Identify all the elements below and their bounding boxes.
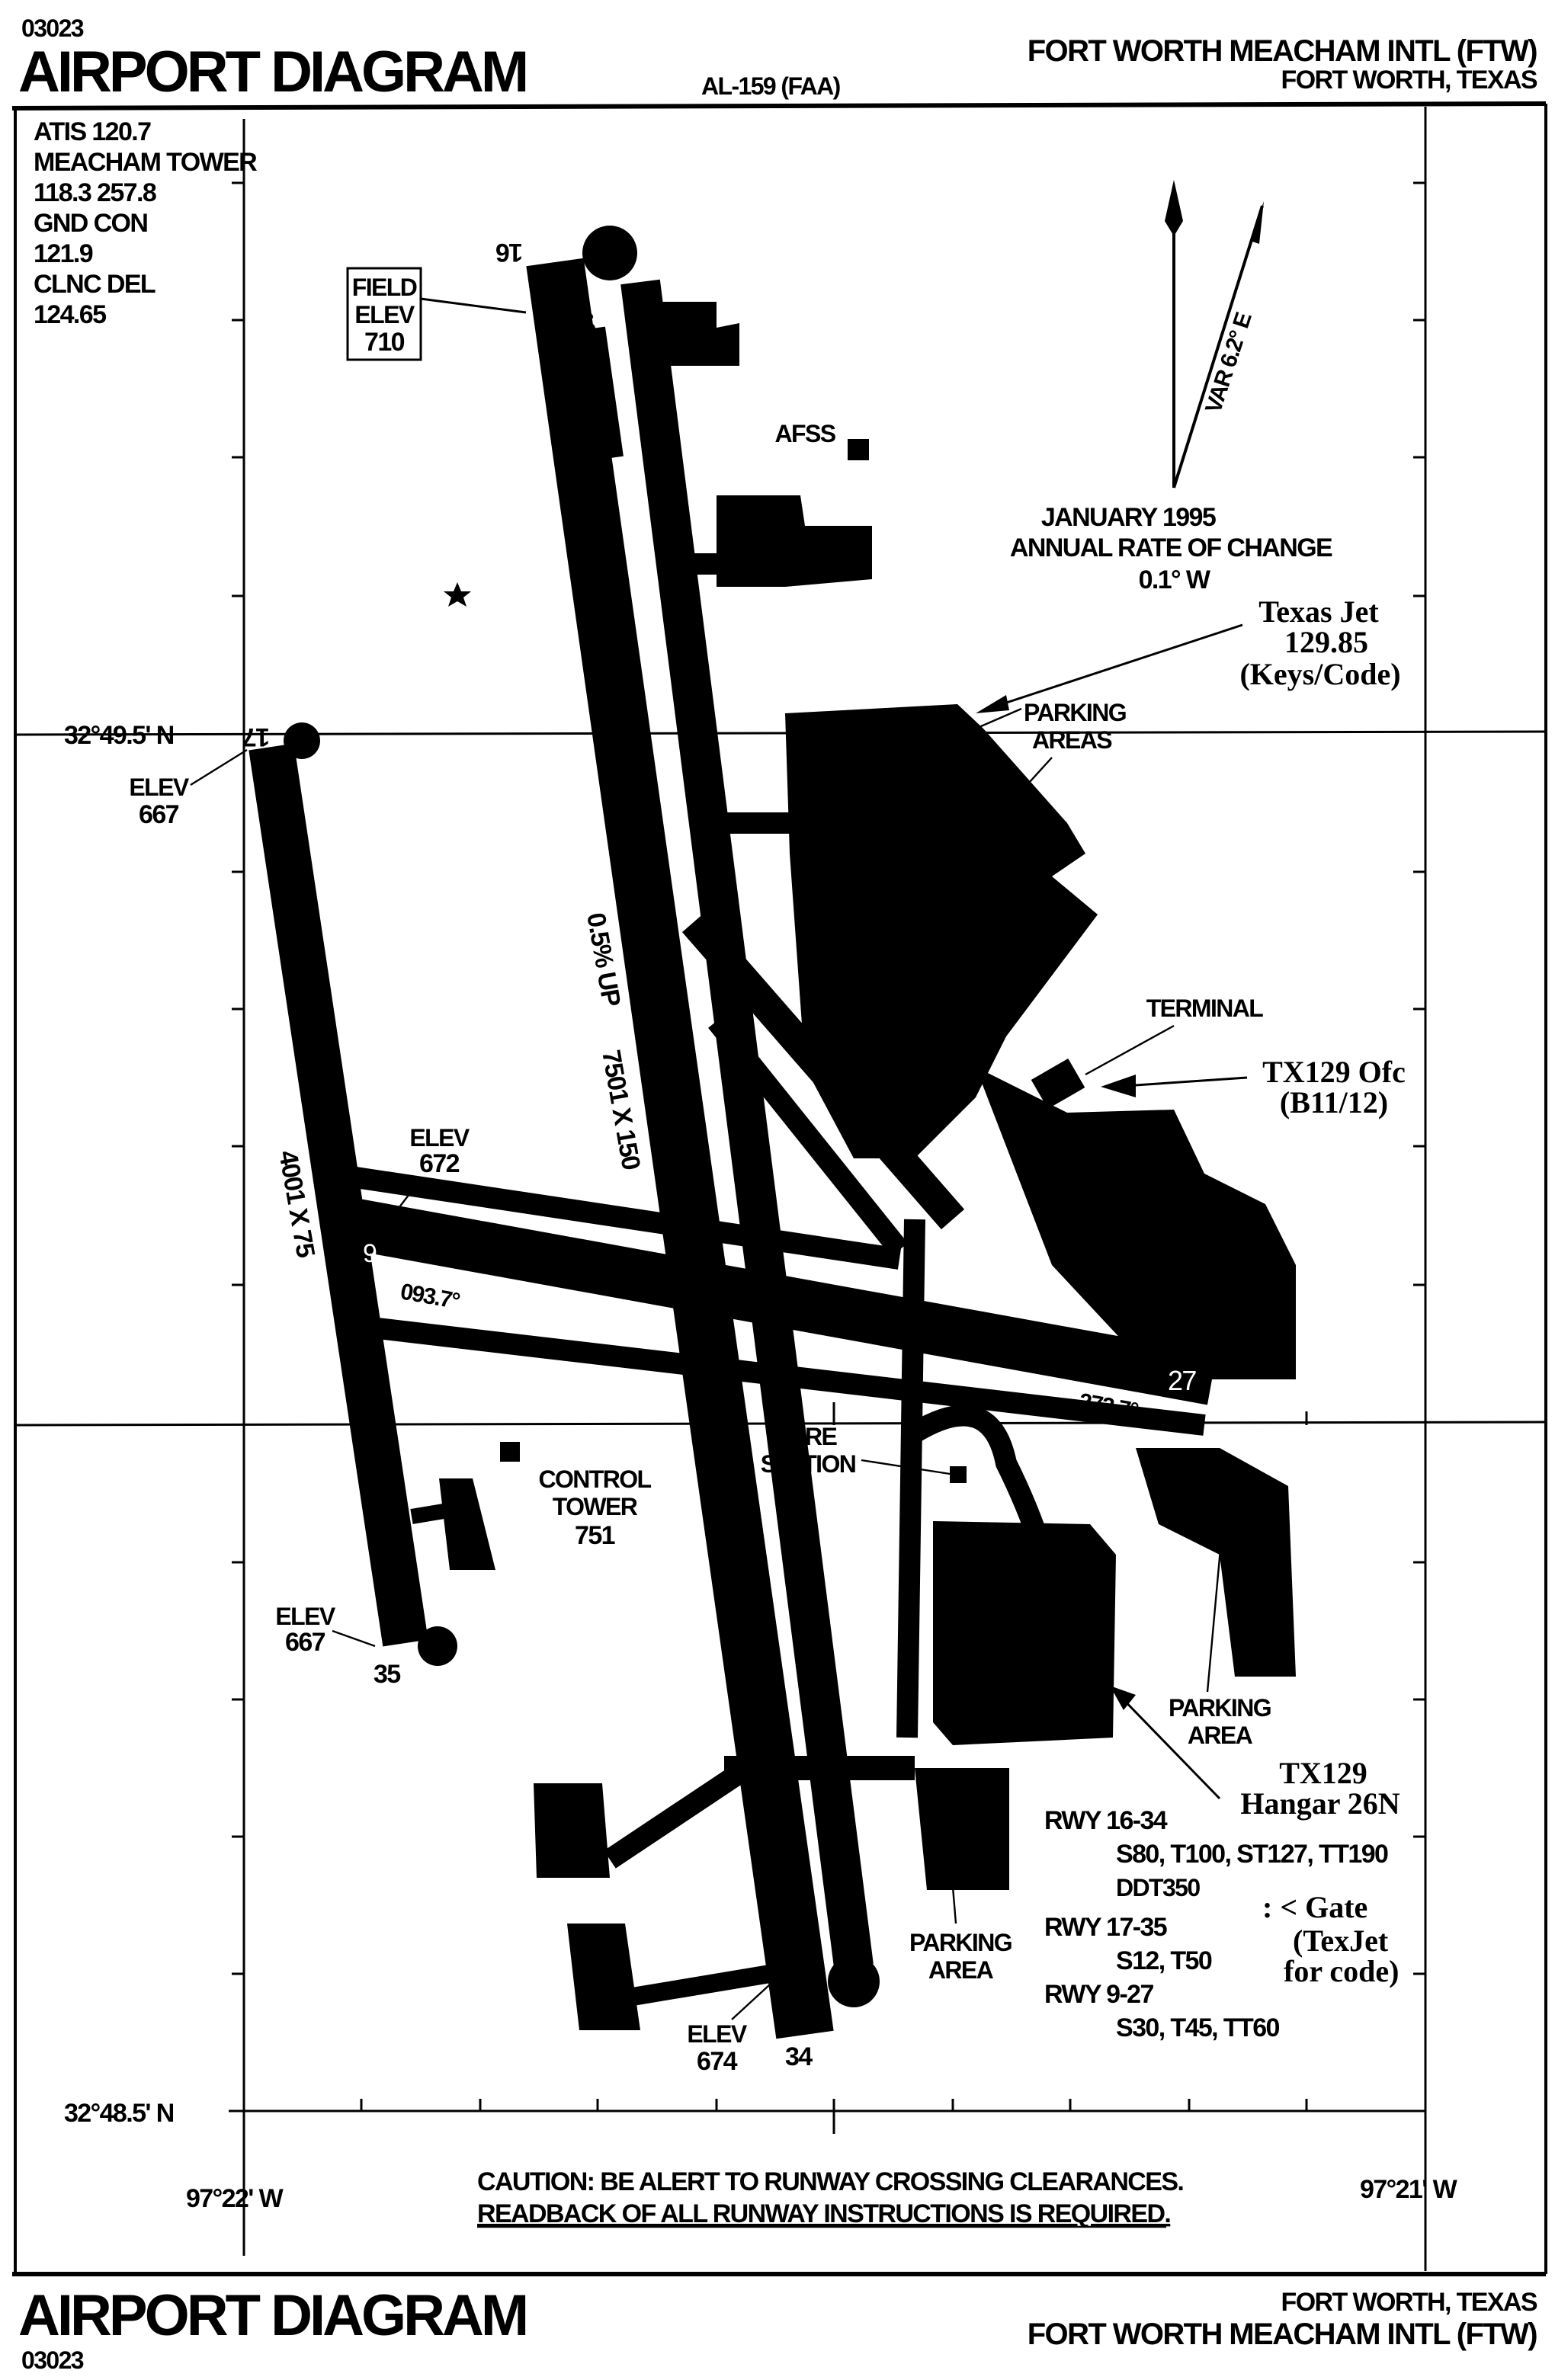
texas-jet-label: Texas Jet — [1258, 594, 1379, 629]
afss-building — [848, 439, 869, 460]
runway-35-label: 35 — [374, 1660, 400, 1689]
elev-9-label: ELEV — [409, 1124, 470, 1152]
weight-bearing-table: RWY 16-34 S80, T100, ST127, TT190 DDT350… — [1044, 1806, 1390, 2042]
parking-area-east-label-2: AREA — [1188, 1722, 1253, 1749]
comm-gnd-freq: 121.9 — [34, 239, 93, 268]
caution-line-2: READBACK OF ALL RUNWAY INSTRUCTIONS IS R… — [477, 2199, 1170, 2228]
weight-rwy-16-34: RWY 16-34 — [1044, 1806, 1168, 1835]
control-tower-label-1: CONTROL — [538, 1465, 651, 1493]
gate-note-code: for code) — [1284, 1954, 1399, 1988]
parking-areas-label-2: AREAS — [1032, 726, 1112, 754]
field-elev-value: 710 — [364, 328, 405, 357]
weight-rwy-16-34-ddt: DDT350 — [1116, 1874, 1200, 1901]
fire-station-building — [950, 1466, 967, 1483]
footer-chart-number: 03023 — [21, 2346, 84, 2374]
parking-area-south-label-2: AREA — [928, 1956, 994, 1984]
comm-frequencies: ATIS 120.7 MEACHAM TOWER 118.3 257.8 GND… — [34, 117, 258, 329]
fire-station-label-2: STATION — [761, 1450, 856, 1478]
chart-number: 03023 — [21, 14, 84, 42]
beacon-star-icon — [444, 582, 471, 607]
coordinate-labels: 32°49.5' N 32°48.5' N 97°22' W 97°21' W — [64, 721, 1459, 2213]
weight-rwy-17-35-values: S12, T50 — [1116, 1946, 1212, 1975]
tx129-hangar-number: Hangar 26N — [1240, 1786, 1400, 1821]
runway-27-label: 27 — [1168, 1365, 1196, 1396]
longitude-west: 97°22' W — [186, 2184, 284, 2213]
runway-16-label: 16 — [496, 238, 523, 267]
field-elevation-box: FIELD ELEV 710 — [346, 267, 527, 361]
comm-gnd-label: GND CON — [34, 209, 147, 238]
taxiway-south-of-9-27 — [357, 1315, 1206, 1436]
parking-area-south-label-1: PARKING — [909, 1929, 1012, 1956]
caution-note: CAUTION: BE ALERT TO RUNWAY CROSSING CLE… — [477, 2167, 1185, 2228]
airport-pavement — [248, 226, 1296, 2039]
latitude-north: 32°49.5' N — [64, 721, 174, 750]
elev-9-value: 672 — [419, 1149, 460, 1178]
taxiway-north-of-9-27 — [348, 1166, 902, 1270]
comm-tower-label: MEACHAM TOWER — [34, 148, 257, 177]
latitude-south: 32°48.5' N — [64, 2099, 174, 2128]
comm-clnc-freq: 124.65 — [34, 300, 106, 329]
field-elev-label-2: ELEV — [354, 301, 415, 328]
magnetic-rate-label: ANNUAL RATE OF CHANGE — [1010, 533, 1332, 562]
elev-34-value: 674 — [697, 2047, 738, 2076]
runway-16-34-dimensions: 7501 X 150 — [596, 1048, 646, 1172]
weight-rwy-17-35: RWY 17-35 — [1044, 1913, 1167, 1942]
elev-35-value: 667 — [285, 1628, 325, 1657]
tx129-office-label: TX129 Ofc — [1262, 1055, 1406, 1089]
caution-line-1: CAUTION: BE ALERT TO RUNWAY CROSSING CLE… — [477, 2167, 1183, 2196]
north-arrow: VAR 6.2° E JANUARY 1995 ANNUAL RATE OF C… — [1010, 180, 1334, 594]
weight-rwy-16-34-values: S80, T100, ST127, TT190 — [1116, 1840, 1388, 1869]
texas-jet-frequency: 129.85 — [1284, 625, 1368, 659]
runway-16-34 — [526, 258, 834, 2039]
gate-note-texjet: (TexJet — [1293, 1924, 1389, 1958]
runway-34-label: 34 — [785, 2042, 813, 2071]
runway-17-label: 17 — [243, 722, 270, 751]
airport-name: FORT WORTH MEACHAM INTL (FTW) — [1028, 34, 1537, 68]
control-tower-height: 751 — [575, 1521, 615, 1550]
elev-17-value: 667 — [139, 800, 179, 829]
afss-label: AFSS — [775, 420, 836, 447]
weight-rwy-9-27-values: S30, T45, TT60 — [1116, 2013, 1280, 2042]
airport-city: FORT WORTH, TEXAS — [1281, 66, 1537, 94]
terminal-building — [1031, 1058, 1085, 1110]
comm-clnc-label: CLNC DEL — [34, 270, 156, 299]
magnetic-variation: VAR 6.2° E — [1201, 310, 1256, 417]
tx129-office-building: (B11/12) — [1280, 1085, 1388, 1120]
magnetic-date: JANUARY 1995 — [1041, 503, 1216, 532]
comm-tower-freq: 118.3 257.8 — [34, 178, 156, 207]
weight-rwy-9-27: RWY 9-27 — [1044, 1980, 1153, 2009]
tx129-hangar-label: TX129 — [1279, 1756, 1367, 1790]
heading-9: 093.7° — [399, 1279, 462, 1314]
gate-note: : < Gate — [1262, 1890, 1367, 1924]
procedure-number: AL-159 (FAA) — [701, 72, 841, 100]
facility-labels: AFSS PARKING AREAS TERMINAL CONTROL TOWE… — [538, 420, 1271, 1984]
parking-area-east-label-1: PARKING — [1169, 1694, 1271, 1722]
footer-title: AIRPORT DIAGRAM — [18, 2283, 526, 2348]
parking-areas-label-1: PARKING — [1024, 699, 1126, 726]
comm-atis: ATIS 120.7 — [34, 117, 151, 146]
elev-17-label: ELEV — [129, 774, 189, 801]
runway-9-label: 9 — [363, 1239, 377, 1268]
magnetic-rate: 0.1° W — [1139, 565, 1211, 594]
field-elev-label-1: FIELD — [352, 274, 417, 301]
longitude-east: 97°21' W — [1360, 2175, 1458, 2204]
frame — [11, 101, 1547, 2276]
texas-jet-keys-note: (Keys/Code) — [1239, 657, 1400, 691]
annotations: Texas Jet 129.85 (Keys/Code) TX129 Ofc (… — [976, 594, 1406, 1988]
elevation-labels: ELEV 667 ELEV 672 ELEV 667 ELEV 674 — [129, 748, 771, 2076]
page-title: AIRPORT DIAGRAM — [18, 40, 526, 104]
control-tower-label-2: TOWER — [553, 1493, 638, 1520]
fire-station-label-1: FIRE — [786, 1423, 838, 1450]
runway-9-27 — [322, 1193, 1217, 1405]
elev-35-label: ELEV — [275, 1603, 335, 1630]
footer-airport: FORT WORTH MEACHAM INTL (FTW) — [1028, 2318, 1537, 2351]
elev-34-label: ELEV — [687, 2020, 747, 2048]
control-tower-building — [500, 1442, 520, 1462]
runway-slope: 0.5% UP — [581, 911, 626, 1009]
footer-city: FORT WORTH, TEXAS — [1281, 2288, 1537, 2317]
terminal-label: TERMINAL — [1146, 995, 1264, 1022]
